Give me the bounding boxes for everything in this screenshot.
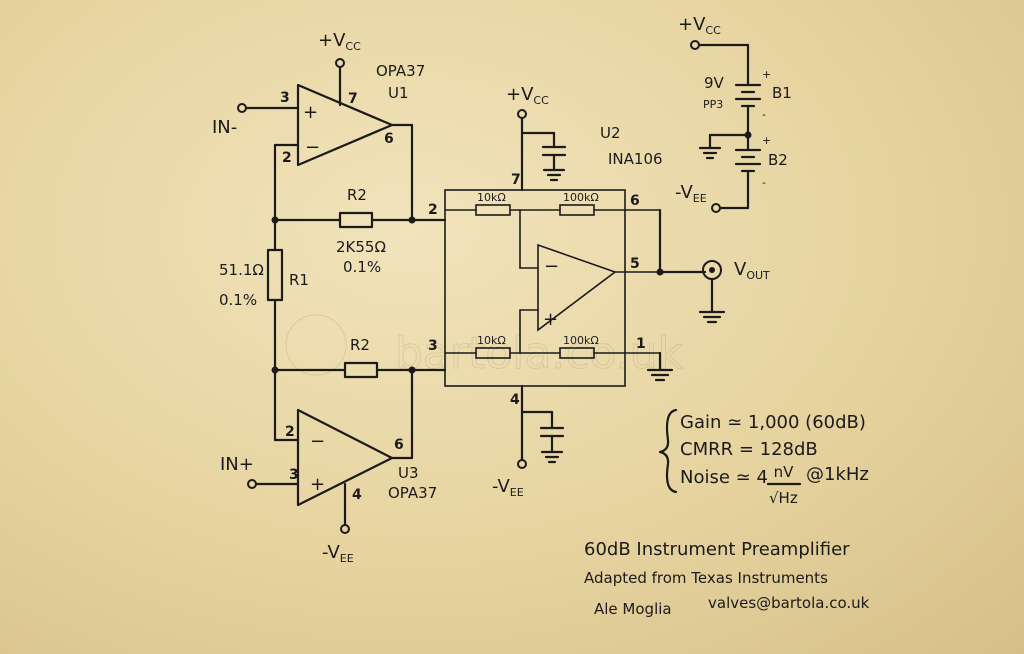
svg-text:+: + (543, 309, 558, 330)
spec-noise-denominator: √Hz (769, 489, 798, 507)
svg-text:−: − (544, 256, 559, 277)
supply-vee-terminal (711, 203, 721, 213)
spec-gain: Gain ≃ 1,000 (60dB) (680, 412, 866, 433)
author-email: valves@bartola.co.uk (708, 594, 870, 612)
svg-text:-: - (762, 176, 766, 189)
battery-type-label: PP3 (703, 98, 723, 111)
vout-label: VOUT (734, 259, 770, 282)
r1-tol-label: 0.1% (219, 291, 257, 309)
u1-vcc-terminal (335, 58, 345, 68)
svg-text:-: - (762, 108, 766, 121)
u2-pin1: 1 (636, 336, 646, 352)
u2-vcc-label: +VCC (506, 84, 549, 107)
watermark-logo (285, 314, 347, 376)
opamp-u3-triangle (296, 408, 394, 507)
b1-label: B1 (772, 84, 792, 102)
r2-top-tol-label: 0.1% (343, 258, 381, 276)
u1-part-label: OPA37 (376, 62, 425, 80)
r2-top-ref-label: R2 (347, 186, 367, 204)
credit-line: Adapted from Texas Instruments (584, 569, 828, 587)
u2-vee-terminal (517, 459, 527, 469)
u2-part-label: INA106 (608, 150, 663, 168)
u1-ref-label: U1 (388, 84, 409, 102)
specs-block: Gain ≃ 1,000 (60dB) CMRR = 128dB Noise ≃… (658, 408, 869, 507)
supply-vee-label: -VEE (675, 182, 707, 205)
b2-label: B2 (768, 151, 788, 169)
u2-pin7: 7 (511, 172, 521, 188)
r1-value-label: 51.1Ω (219, 261, 264, 279)
u1-pin3: 3 (280, 90, 290, 106)
r2-bottom-ref-label: R2 (350, 336, 370, 354)
resistor-r1: R1 51.1Ω 0.1% (219, 248, 309, 309)
r2-top-value-label: 2K55Ω (336, 238, 386, 256)
u2-pin4: 4 (510, 392, 520, 408)
svg-text:100kΩ: 100kΩ (563, 191, 599, 204)
schematic-title: 60dB Instrument Preamplifier (584, 539, 850, 560)
battery-voltage-label: 9V (704, 74, 725, 92)
u3-vee-terminal (340, 524, 350, 534)
u2-package-outline (444, 189, 626, 387)
u3-minus-sign: − (310, 431, 325, 452)
u1-vcc-label: +VCC (318, 30, 361, 53)
svg-text:10kΩ: 10kΩ (477, 191, 506, 204)
u2-pin6: 6 (630, 193, 640, 209)
opamp-u1-triangle (296, 83, 394, 167)
u3-pin4: 4 (352, 487, 362, 503)
in-plus-terminal (247, 479, 257, 489)
u3-pin3: 3 (289, 467, 299, 483)
resistor-r2-top: R2 2K55Ω 0.1% (336, 186, 386, 276)
u1-minus-sign: − (305, 137, 320, 158)
ina106-u2: U2 INA106 2 3 10kΩ 100kΩ 6 − + 5 10kΩ 10… (428, 84, 674, 499)
supply-vcc-terminal (690, 40, 700, 50)
u2-pin5: 5 (630, 256, 640, 272)
u2-ref-label: U2 (600, 124, 621, 142)
u2-r-top-in (475, 204, 511, 216)
u2-vee-label: -VEE (492, 476, 524, 499)
svg-text:10kΩ: 10kΩ (477, 334, 506, 347)
spec-cmrr: CMRR = 128dB (680, 439, 818, 460)
spec-noise: Noise ≃ 4 nV (680, 463, 794, 488)
r1-ref-label: R1 (289, 271, 309, 289)
u3-ref-label: U3 (398, 464, 419, 482)
u3-part-label: OPA37 (388, 484, 437, 502)
u3-vee-label: -VEE (322, 542, 354, 565)
u2-pin3: 3 (428, 338, 438, 354)
specs-brace (658, 408, 678, 494)
svg-text:+: + (762, 134, 771, 147)
in-plus-label: IN+ (220, 454, 254, 475)
u2-r-top-fb (559, 204, 595, 216)
output-jack: VOUT (658, 259, 770, 324)
u3-pin2: 2 (285, 424, 295, 440)
in-minus-terminal (237, 103, 247, 113)
resistor-r2-bottom: R2 (343, 336, 379, 379)
u2-internal-amp (537, 243, 617, 332)
u1-pin6: 6 (384, 131, 394, 147)
svg-text:+: + (762, 68, 771, 81)
u2-pin2: 2 (428, 202, 438, 218)
u3-pin6: 6 (394, 437, 404, 453)
opamp-u1: + − +VCC 7 OPA37 U1 3 IN- 2 6 (212, 30, 425, 167)
opamp-u3: − + 2 3 IN+ 6 4 -VEE U3 OPA37 (220, 408, 437, 565)
spec-noise-freq: @1kHz (806, 464, 869, 485)
u1-pin2: 2 (282, 150, 292, 166)
svg-text:100kΩ: 100kΩ (563, 334, 599, 347)
u2-vcc-terminal (517, 109, 527, 119)
u1-plus-sign: + (303, 102, 318, 123)
u3-plus-sign: + (310, 474, 325, 495)
supply-vcc-label: +VCC (678, 14, 721, 37)
in-minus-label: IN- (212, 117, 237, 138)
author-name: Ale Moglia (594, 600, 672, 618)
battery-supply: +VCC + - B1 9V PP3 + - B2 -VEE (675, 14, 792, 213)
u1-pin7: 7 (348, 91, 358, 107)
